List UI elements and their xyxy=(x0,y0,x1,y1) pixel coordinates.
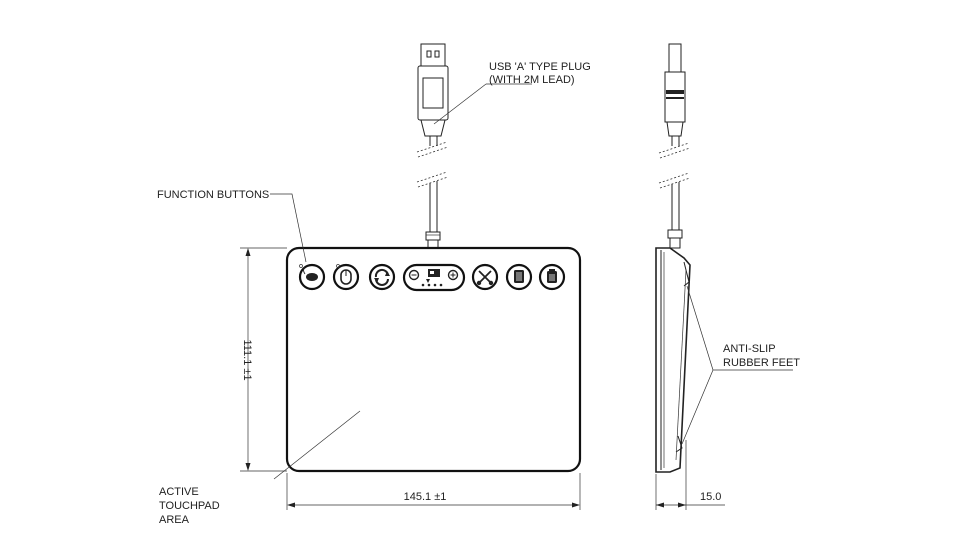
width-dimension: 145.1 ±1 xyxy=(286,473,581,510)
anti-slip-label-line2: RUBBER FEET xyxy=(723,357,800,369)
function-buttons xyxy=(298,263,566,292)
zoom-icon xyxy=(408,269,459,287)
touchpad-body xyxy=(285,246,582,473)
mouse-icon xyxy=(303,266,318,281)
left-click-button[interactable] xyxy=(298,263,326,291)
device-side-profile xyxy=(655,247,691,473)
right-click-button[interactable] xyxy=(332,263,360,291)
scissors-icon xyxy=(476,270,494,286)
function-buttons-label: FUNCTION BUTTONS xyxy=(157,189,269,201)
clipboard-icon xyxy=(547,269,557,283)
usb-lead-label: (WITH 2M LEAD) xyxy=(489,74,575,86)
paste-button[interactable] xyxy=(538,263,566,291)
copy-button[interactable] xyxy=(505,263,533,291)
side-view: 15.0 ANTI-SLIP RUBBER FEET xyxy=(655,43,800,510)
height-dimension: 111.1 ±1 xyxy=(233,247,287,472)
usb-plug xyxy=(416,43,449,158)
front-view: 111.1 ±1 145.1 ±1 USB 'A' TYPE PLUG (WIT… xyxy=(157,43,591,526)
usb-plug-side xyxy=(658,43,691,249)
zoom-control-button[interactable] xyxy=(402,263,466,292)
scissors-button[interactable] xyxy=(471,263,499,291)
anti-slip-label-line1: ANTI-SLIP xyxy=(723,343,776,355)
depth-dimension: 15.0 xyxy=(655,440,725,510)
anti-slip-leader xyxy=(681,285,793,445)
width-dimension-label: 145.1 ±1 xyxy=(404,491,447,503)
mouse-click-icon xyxy=(340,269,352,285)
height-dimension-label: 111.1 ±1 xyxy=(241,339,253,380)
copy-icon xyxy=(514,270,524,283)
cable xyxy=(416,171,449,249)
touchpad-label-line3: AREA xyxy=(159,514,190,526)
refresh-icon xyxy=(374,268,390,286)
refresh-button[interactable] xyxy=(368,263,396,291)
depth-dimension-label: 15.0 xyxy=(700,491,721,503)
touchpad-label-line1: ACTIVE xyxy=(159,486,199,498)
leaders xyxy=(270,83,532,480)
touchpad-label-line2: TOUCHPAD xyxy=(159,500,220,512)
usb-plug-label: USB 'A' TYPE PLUG xyxy=(489,61,591,73)
